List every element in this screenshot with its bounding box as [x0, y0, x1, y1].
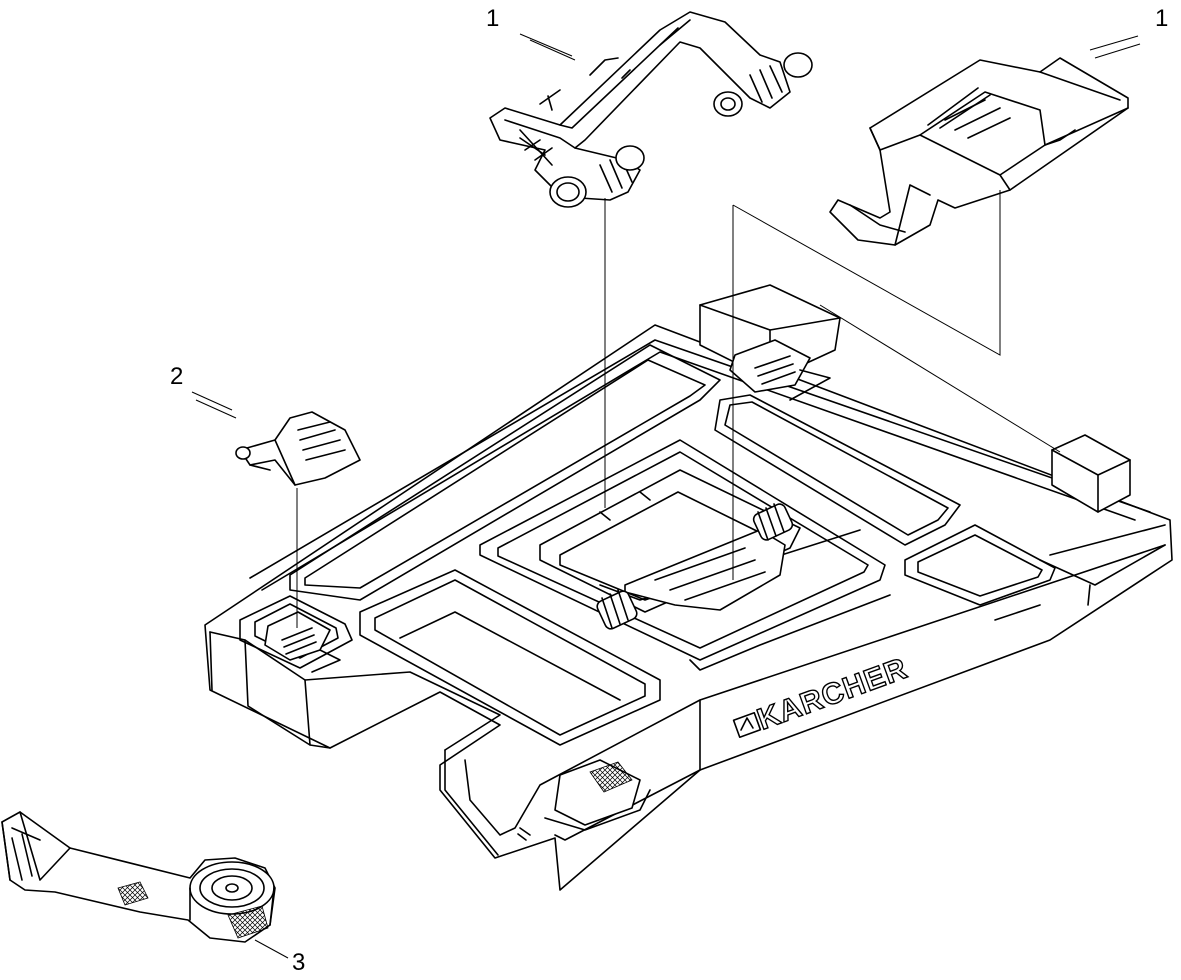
- handle-part: [489, 11, 813, 208]
- assembly-lines: [296, 190, 1061, 628]
- clip-part: [191, 391, 361, 486]
- callout-1-handle: 1: [486, 5, 499, 32]
- strap-part: [1, 811, 289, 959]
- callout-1-latch: 1: [1155, 5, 1168, 32]
- callout-2-clip: 2: [170, 363, 183, 390]
- brand-logo-box: [732, 711, 762, 739]
- base-plate: KARCHER: [204, 284, 1173, 891]
- callout-3-strap: 3: [292, 949, 305, 976]
- latch-part: [829, 35, 1141, 246]
